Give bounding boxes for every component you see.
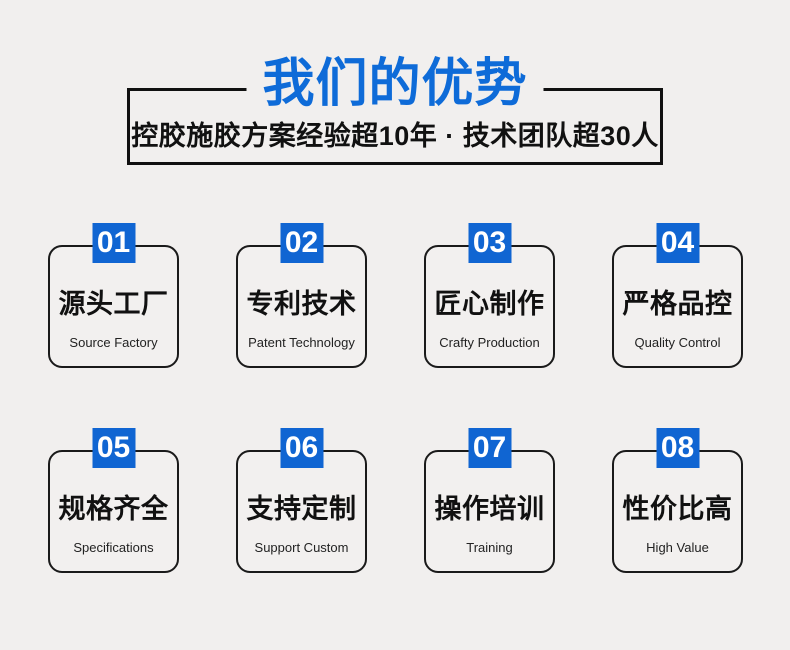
page-title: 我们的优势 [246, 52, 544, 116]
advantage-card-01: 01 源头工厂 Source Factory [48, 223, 179, 368]
advantage-subtitle: Source Factory [69, 335, 158, 350]
advantage-card-03: 03 匠心制作 Crafty Production [424, 223, 555, 368]
advantage-title: 严格品控 [622, 289, 733, 319]
advantage-cards-row-2: 05 规格齐全 Specifications 06 支持定制 Support C… [48, 428, 743, 573]
advantage-card-07: 07 操作培训 Training [424, 428, 555, 573]
advantage-subtitle: High Value [646, 540, 709, 555]
advantage-subtitle: Support Custom [254, 540, 349, 555]
number-badge: 02 [280, 223, 323, 263]
number-badge: 01 [92, 223, 135, 263]
advantage-card-04: 04 严格品控 Quality Control [612, 223, 743, 368]
advantage-title: 专利技术 [246, 289, 357, 319]
advantage-card-05: 05 规格齐全 Specifications [48, 428, 179, 573]
advantage-subtitle: Training [466, 540, 513, 555]
advantage-title: 匠心制作 [434, 289, 545, 319]
advantage-title: 源头工厂 [58, 289, 169, 319]
advantage-subtitle: Patent Technology [248, 335, 355, 350]
advantage-subtitle: Quality Control [634, 335, 721, 350]
advantage-title: 操作培训 [434, 494, 545, 524]
number-badge: 03 [468, 223, 511, 263]
number-badge: 08 [656, 428, 699, 468]
advantage-subtitle: Specifications [73, 540, 154, 555]
advantage-card-02: 02 专利技术 Patent Technology [236, 223, 367, 368]
advantage-title: 支持定制 [246, 494, 357, 524]
number-badge: 06 [280, 428, 323, 468]
advantage-subtitle: Crafty Production [439, 335, 540, 350]
advantage-cards-row-1: 01 源头工厂 Source Factory 02 专利技术 Patent Te… [48, 223, 743, 368]
number-badge: 07 [468, 428, 511, 468]
advantage-card-08: 08 性价比高 High Value [612, 428, 743, 573]
number-badge: 05 [92, 428, 135, 468]
advantage-title: 规格齐全 [58, 494, 169, 524]
advantage-title: 性价比高 [622, 494, 733, 524]
advantage-card-06: 06 支持定制 Support Custom [236, 428, 367, 573]
advantages-header: 我们的优势 控胶施胶方案经验超10年 · 技术团队超30人 [0, 0, 790, 200]
number-badge: 04 [656, 223, 699, 263]
page-subtitle: 控胶施胶方案经验超10年 · 技术团队超30人 [131, 121, 659, 151]
